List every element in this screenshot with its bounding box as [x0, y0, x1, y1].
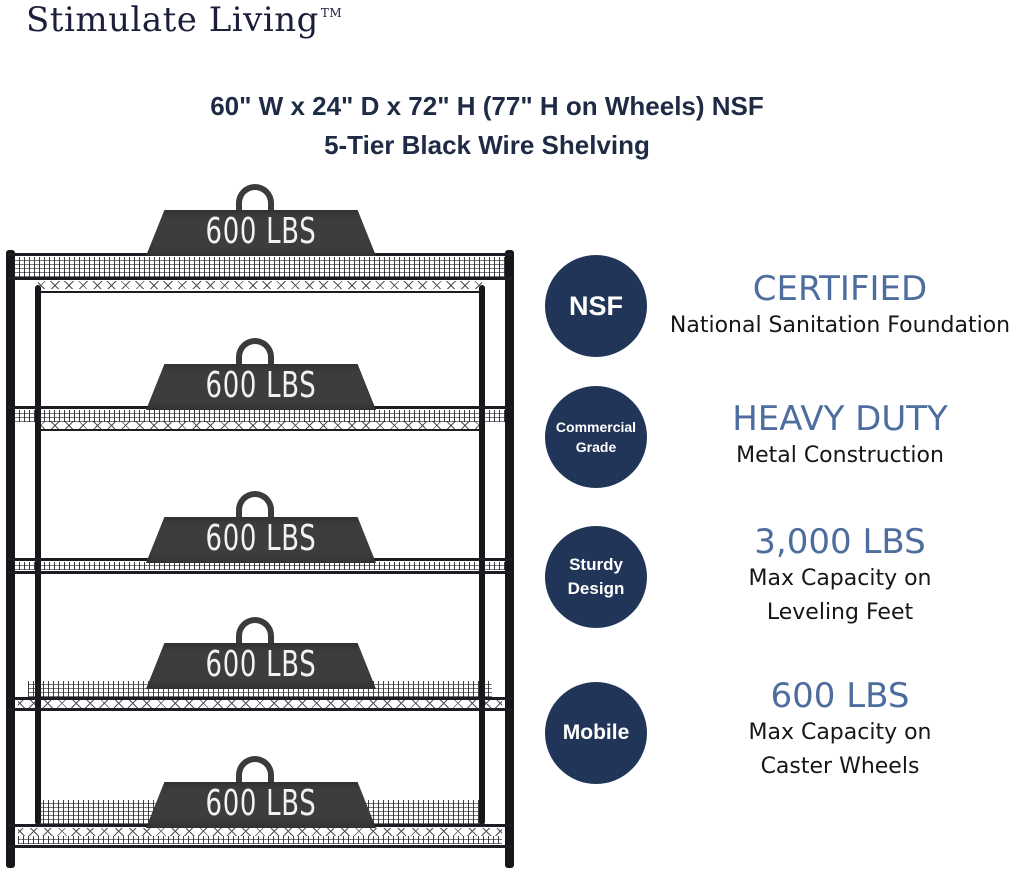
- feature-headline: 600 LBS: [770, 676, 910, 716]
- weight-600lbs-tier-1: 600 LBS: [146, 184, 376, 256]
- badge-label-line-1: Sturdy: [569, 555, 623, 574]
- weight-handle: [236, 617, 274, 647]
- shelving-unit-illustration: 600 LBS 600 LBS 600 LBS 600 LBS 600 LBS: [6, 184, 514, 868]
- mobile-badge-icon: Mobile: [545, 682, 647, 784]
- badge-label: Mobile: [562, 721, 630, 744]
- weight-600lbs-tier-5: 600 LBS: [146, 756, 376, 828]
- badge-label: NSF: [569, 290, 623, 321]
- weight-handle: [236, 338, 274, 368]
- weight-label: 600 LBS: [205, 518, 317, 559]
- badge-label-line-2: Design: [567, 579, 625, 598]
- weight-label: 600 LBS: [205, 644, 317, 685]
- weight-body: [146, 364, 376, 410]
- feature-nsf-certified: NSF CERTIFIED National Sanitation Founda…: [540, 255, 1024, 360]
- feature-subtext: Metal Construction: [736, 443, 944, 468]
- weight-handle: [236, 184, 274, 214]
- feature-subtext-line-2: Caster Wheels: [760, 754, 920, 779]
- feature-subtext-line-2: Leveling Feet: [766, 600, 914, 625]
- feature-heavy-duty: Commercial Grade HEAVY DUTY Metal Constr…: [540, 386, 1024, 491]
- trademark-symbol: TM: [320, 6, 343, 20]
- wire-shelf-1: [8, 253, 512, 297]
- weight-600lbs-tier-2: 600 LBS: [146, 338, 376, 410]
- nsf-badge-icon: NSF: [545, 255, 647, 357]
- commercial-grade-badge-icon: Commercial Grade: [545, 386, 647, 488]
- weight-body: [146, 643, 376, 689]
- weight-label: 600 LBS: [205, 211, 317, 252]
- feature-subtext: National Sanitation Foundation: [669, 313, 1011, 338]
- badge-label-line-1: Commercial: [555, 419, 637, 435]
- feature-headline: HEAVY DUTY: [732, 399, 948, 439]
- brand-name: Stimulate Living: [26, 0, 319, 40]
- weight-body: [146, 782, 376, 828]
- feature-headline: CERTIFIED: [752, 269, 928, 309]
- product-title-line-1: 60" W x 24" D x 72" H (77" H on Wheels) …: [210, 91, 764, 121]
- feature-subtext-line-1: Max Capacity on: [748, 566, 932, 591]
- feature-600-lbs-mobile: Mobile 600 LBS Max Capacity on Caster Wh…: [540, 676, 1024, 792]
- weight-label: 600 LBS: [205, 365, 317, 406]
- weight-handle: [236, 756, 274, 786]
- back-left-post: [35, 285, 41, 825]
- feature-headline: 3,000 LBS: [754, 522, 926, 562]
- feature-3000-lbs: Sturdy Design 3,000 LBS Max Capacity on …: [540, 522, 1024, 636]
- weight-label: 600 LBS: [205, 783, 317, 824]
- badge-label-line-2: Grade: [575, 439, 617, 455]
- weight-handle: [236, 491, 274, 521]
- weight-600lbs-tier-3: 600 LBS: [146, 491, 376, 563]
- sturdy-design-badge-icon: Sturdy Design: [545, 526, 647, 628]
- feature-subtext-line-1: Max Capacity on: [748, 720, 932, 745]
- back-right-post: [479, 285, 485, 825]
- weight-body: [146, 210, 376, 256]
- product-title-line-2: 5-Tier Black Wire Shelving: [324, 130, 650, 160]
- weight-600lbs-tier-4: 600 LBS: [146, 617, 376, 689]
- weight-body: [146, 517, 376, 563]
- wire-shelf-4: [8, 681, 512, 711]
